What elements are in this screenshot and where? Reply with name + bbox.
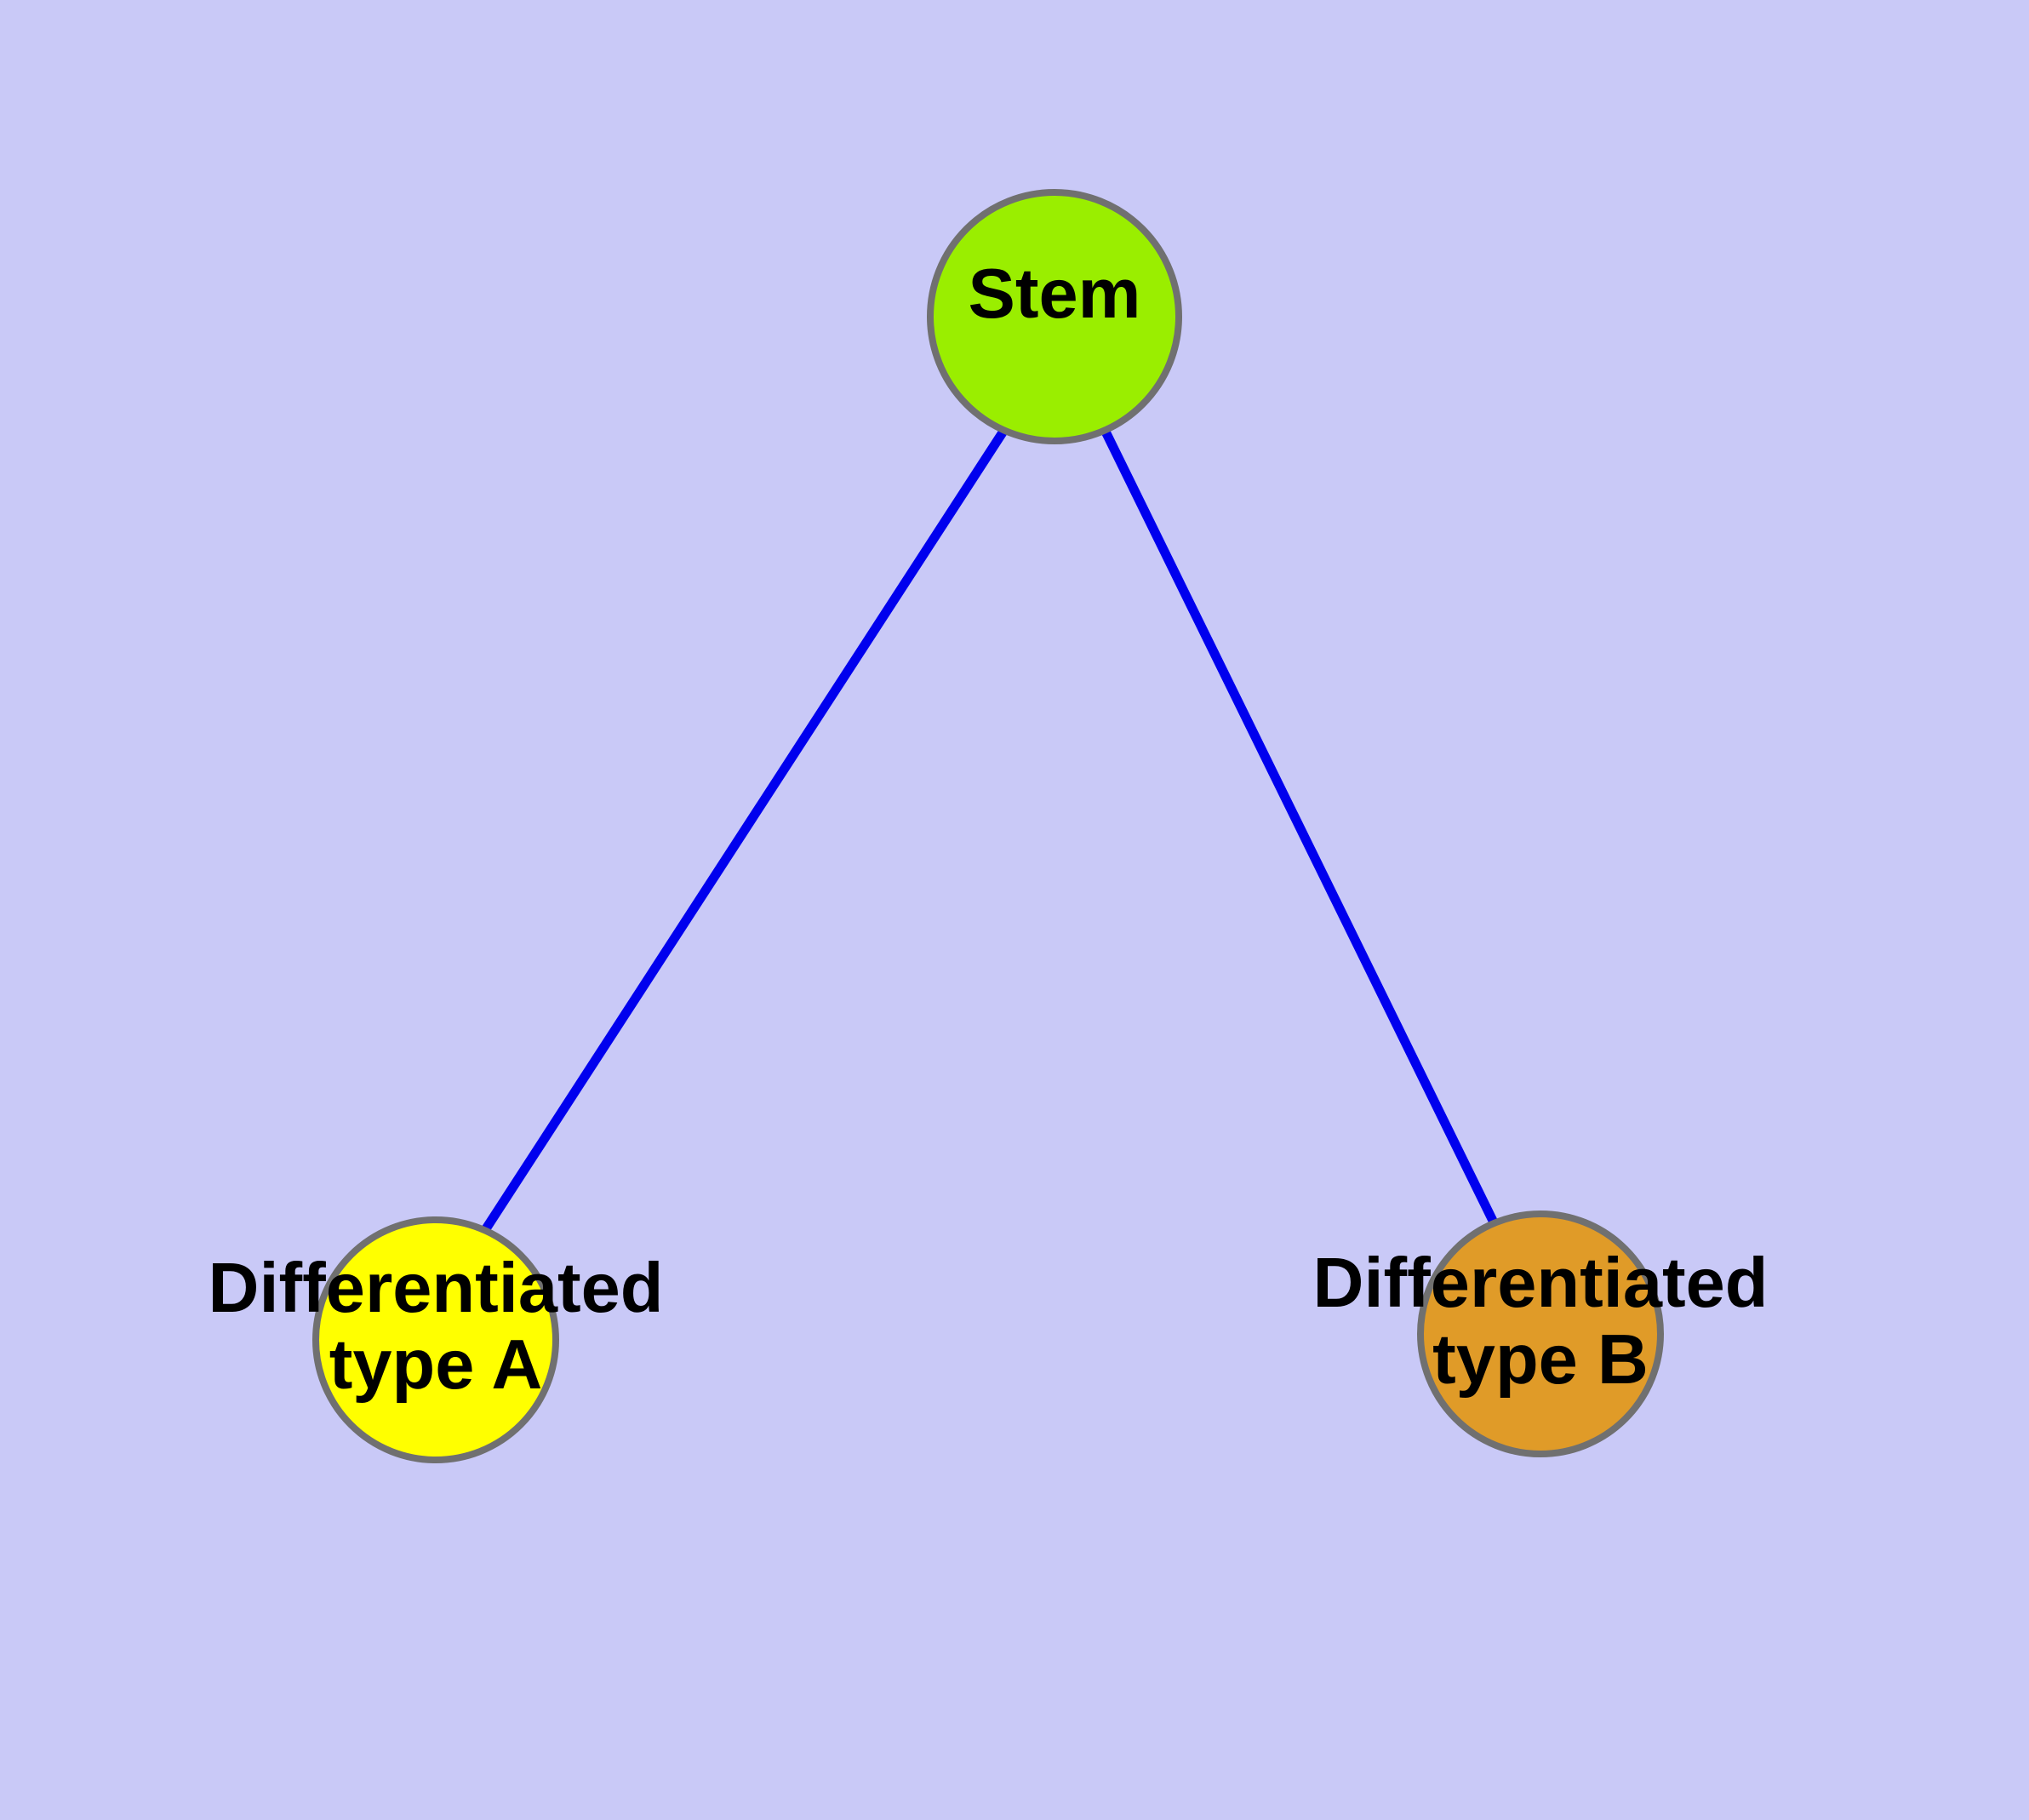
node-differentiated-type-b-circle[interactable] <box>1417 1210 1664 1457</box>
node-differentiated-type-a-circle[interactable] <box>312 1216 559 1463</box>
node-stem-circle[interactable] <box>927 189 1182 444</box>
edge-stem-to-differentiated-type-b[interactable] <box>1100 425 1500 1229</box>
edge-stem-to-differentiated-type-a[interactable] <box>480 425 1009 1235</box>
